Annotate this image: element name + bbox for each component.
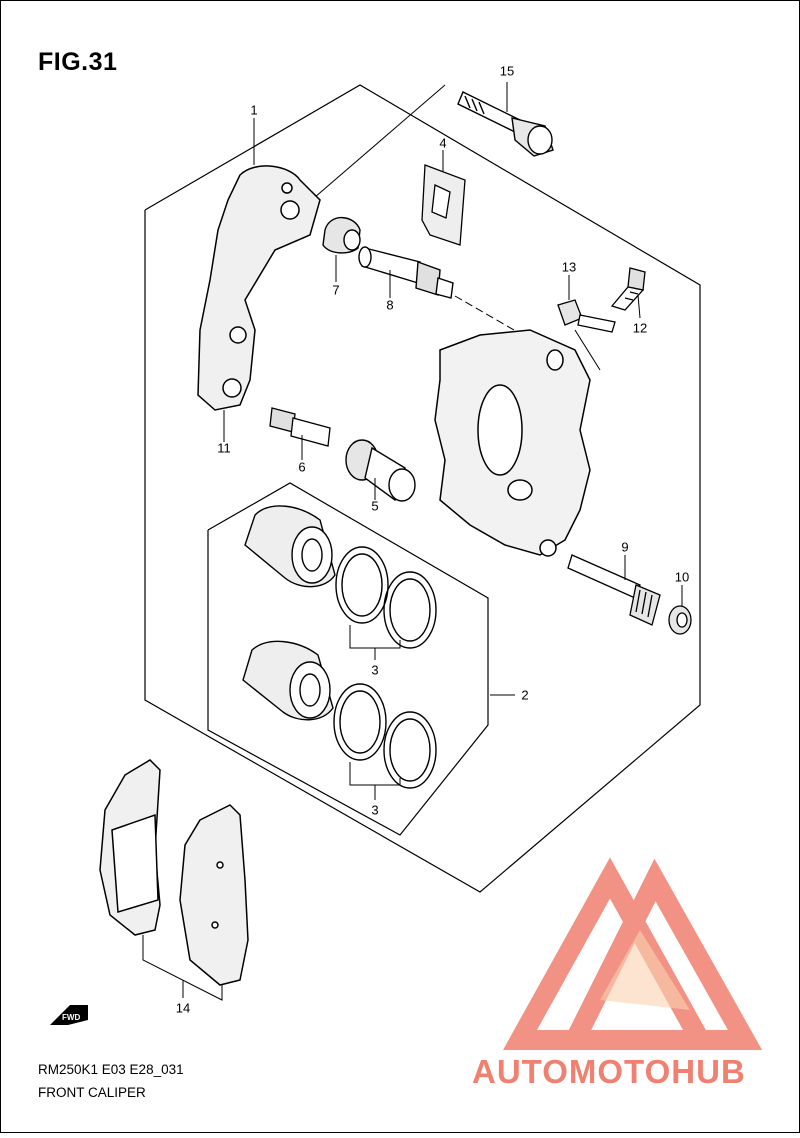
callout-10: 10 [674,569,690,585]
watermark-logo [503,857,763,1050]
callout-6: 6 [298,459,306,475]
model-code: RM250K1 E03 E28_031 [38,1062,184,1077]
watermark-brand-text: AUTOMOTOHUB [472,1053,746,1090]
brake-pad-outer [99,759,161,936]
figure-title: FIG.31 [38,48,118,76]
leader-lines [142,82,683,1001]
pin-part-6 [269,407,331,447]
pin-part-9 [567,554,661,626]
cap-part-13 [557,299,616,333]
callout-14: 14 [175,1000,191,1016]
svg-text:FWD: FWD [62,1013,80,1022]
callout-3-upper: 3 [371,662,379,678]
callout-8: 8 [386,297,394,313]
figure-name: FRONT CALIPER [38,1085,146,1100]
brake-pad-inner [179,804,249,986]
caliper-assembly-frame [144,84,701,893]
piston-lower [242,640,334,721]
callout-13: 13 [561,259,577,275]
fwd-arrow-icon: FWD [50,1005,88,1025]
seal-set-lower [333,683,437,789]
callout-2: 2 [521,687,529,703]
boot-part-7 [322,216,361,254]
bolt-part-15 [457,91,554,157]
caliper-body [434,329,591,557]
pin-part-8 [358,246,454,299]
callout-4: 4 [439,135,447,151]
pin-part-5 [345,439,416,502]
callout-12: 12 [632,320,648,336]
callout-3-lower: 3 [371,802,379,818]
bleeder-part-12 [610,267,646,311]
callout-5: 5 [371,498,379,514]
callout-1: 1 [250,102,258,118]
callout-9: 9 [621,539,629,555]
callout-7: 7 [332,282,340,298]
piston-upper [244,505,336,588]
callout-11: 11 [217,440,231,456]
plug-part-10 [668,605,692,635]
callout-15: 15 [499,63,515,79]
piston-kit-frame [207,482,489,836]
seal-set-upper [335,546,437,649]
bracket-part-1 [197,165,321,411]
pad-spring-part-4 [421,164,466,246]
